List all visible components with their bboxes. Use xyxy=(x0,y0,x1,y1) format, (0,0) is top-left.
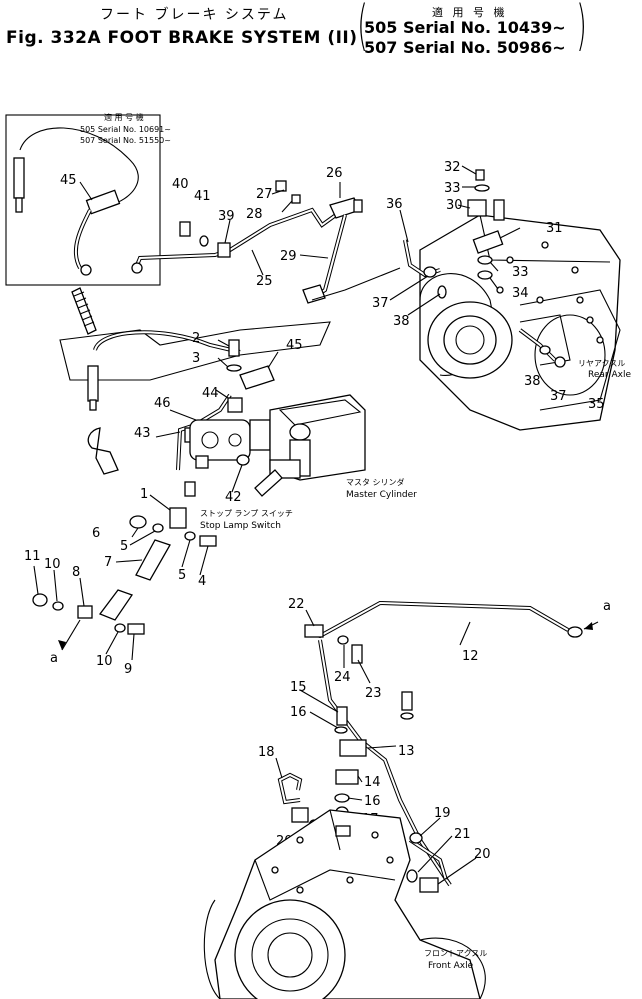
stop-lamp-switch xyxy=(169,507,187,529)
title-japanese: フート ブレーキ システム xyxy=(100,7,289,23)
figure-title: Fig. 332A FOOT BRAKE SYSTEM (II) xyxy=(6,28,358,48)
callout-43: 43 xyxy=(134,426,151,441)
callout-16-top: 16 xyxy=(290,705,307,720)
callout-35: 35 xyxy=(588,397,605,412)
callout-31: 31 xyxy=(546,221,563,236)
callout-39: 39 xyxy=(218,209,235,224)
callout-30: 30 xyxy=(446,198,463,213)
front-axle: フロントアクスル Front Axle xyxy=(203,809,487,999)
rear-axle-label: Rear Axle xyxy=(588,370,631,380)
callout-10-bottom: 10 xyxy=(96,654,113,669)
callout-33-top: 33 xyxy=(444,181,461,196)
callout-18: 18 xyxy=(258,745,275,760)
link-7 xyxy=(135,539,171,581)
front-axle-label-jp: フロントアクスル xyxy=(424,949,487,958)
callout-14: 14 xyxy=(364,775,381,790)
callout-22: 22 xyxy=(288,597,305,612)
upper-pipe-assembly: 40 41 39 27 28 26 25 29 xyxy=(131,166,401,304)
callout-24: 24 xyxy=(334,670,351,685)
callout-27: 27 xyxy=(256,187,273,202)
callout-28: 28 xyxy=(246,207,263,222)
callout-46: 46 xyxy=(154,396,171,411)
hose-fitting xyxy=(85,189,121,215)
hose-end xyxy=(13,157,25,199)
callout-19: 19 xyxy=(434,806,451,821)
callout-21-right: 21 xyxy=(454,827,471,842)
serial-applicability: ( 適 用 号 機 505 Serial No. 10439~ 507 Seri… xyxy=(357,0,586,58)
callout-25: 25 xyxy=(256,274,273,289)
callout-26: 26 xyxy=(326,166,343,181)
callout-37-right: 37 xyxy=(550,389,567,404)
callout-40: 40 xyxy=(172,177,189,192)
master-cylinder-assembly: 2 3 45 44 46 43 42 マスタ シリンダ Master Cylin… xyxy=(59,321,417,505)
serial-line-507: 507 Serial No. 50986~ xyxy=(364,38,566,57)
callout-12: 12 xyxy=(462,649,479,664)
callout-16-bottom: 16 xyxy=(364,794,381,809)
callout-6: 6 xyxy=(92,526,100,541)
callout-42: 42 xyxy=(225,490,242,505)
front-axle-label: Front Axle xyxy=(428,961,474,971)
callout-3: 3 xyxy=(192,351,200,366)
master-cyl-label-jp: マスタ シリンダ xyxy=(346,477,405,487)
callout-11: 11 xyxy=(24,549,41,564)
callout-15: 15 xyxy=(290,680,307,695)
callout-23: 23 xyxy=(365,686,382,701)
callout-13: 13 xyxy=(398,744,415,759)
callout-44: 44 xyxy=(202,386,219,401)
inset-serial-jp: 適 用 号 機 xyxy=(104,112,144,122)
stop-lamp-linkage: 1 6 5 5 4 7 11 10 8 10 9 a ストップ ランプ スイッチ… xyxy=(24,481,293,677)
callout-37-top: 37 xyxy=(372,296,389,311)
callout-7: 7 xyxy=(104,555,112,570)
callout-38-right: 38 xyxy=(524,374,541,389)
callout-36: 36 xyxy=(386,197,403,212)
stop-lamp-label-jp: ストップ ランプ スイッチ xyxy=(200,509,293,518)
rear-axle: 32 33 30 36 31 33 34 37 38 38 37 35 リヤアク… xyxy=(372,160,631,431)
right-paren: ) xyxy=(576,0,587,57)
callout-38-top: 38 xyxy=(393,314,410,329)
serial-japanese: 適 用 号 機 xyxy=(432,6,508,19)
callout-33-mid: 33 xyxy=(512,265,529,280)
plate-14 xyxy=(335,769,359,785)
inset-serial-505: 505 Serial No. 10691~ xyxy=(80,125,171,134)
callout-1: 1 xyxy=(140,487,148,502)
master-cyl-label: Master Cylinder xyxy=(346,490,417,500)
callout-8: 8 xyxy=(72,565,80,580)
callout-45: 45 xyxy=(286,338,303,353)
callout-29: 29 xyxy=(280,249,297,264)
callout-41: 41 xyxy=(194,189,211,204)
junction-13 xyxy=(339,739,367,757)
left-paren: ( xyxy=(357,0,368,57)
bracket-30 xyxy=(467,199,487,217)
callout-2: 2 xyxy=(192,331,200,346)
callout-9: 9 xyxy=(124,662,132,677)
callout-20-right: 20 xyxy=(474,847,491,862)
serial-line-505: 505 Serial No. 10439~ xyxy=(364,18,566,37)
callout-5-left: 5 xyxy=(120,539,128,554)
stop-lamp-label: Stop Lamp Switch xyxy=(200,521,281,531)
callout-4: 4 xyxy=(198,574,206,589)
inset-serial-507: 507 Serial No. 51550~ xyxy=(80,136,171,145)
callout-45-inset: 45 xyxy=(60,173,77,188)
callout-5-right: 5 xyxy=(178,568,186,583)
bolt-inset xyxy=(71,287,97,335)
callout-10-top: 10 xyxy=(44,557,61,572)
rear-axle-label-jp: リヤアクスル xyxy=(578,359,625,368)
callout-34: 34 xyxy=(512,286,529,301)
ref-a-right: a xyxy=(603,599,611,614)
ref-a-left: a xyxy=(50,651,58,666)
callout-32: 32 xyxy=(444,160,461,175)
inset-box: 適 用 号 機 505 Serial No. 10691~ 507 Serial… xyxy=(5,112,171,286)
